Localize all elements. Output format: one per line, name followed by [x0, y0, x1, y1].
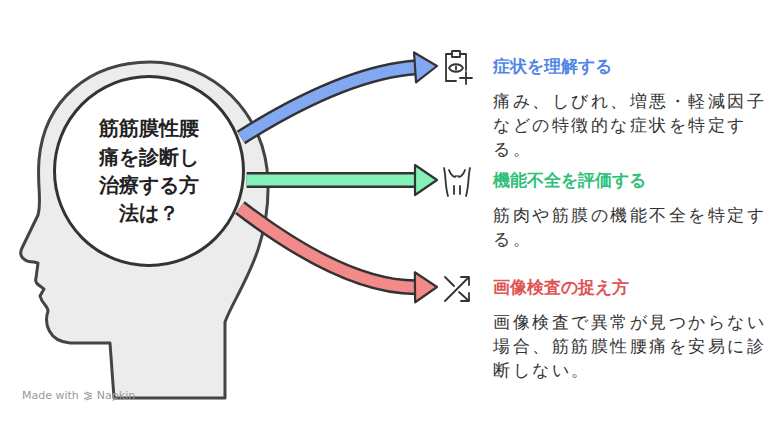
- title-circle: 筋筋膜性腰痛を診断し治療する方法は？: [53, 75, 245, 267]
- item-heading: 画像検査の捉え方: [493, 275, 779, 299]
- napkin-logo: [83, 391, 93, 401]
- flow-arrow: [241, 52, 437, 137]
- arrow-head: [415, 272, 437, 302]
- watermark-text: Made with: [22, 389, 79, 402]
- item-body: 筋肉や筋膜の機能不全を特定する。: [493, 203, 779, 251]
- arrow-outline: [241, 67, 417, 137]
- item-heading: 機能不全を評価する: [493, 168, 779, 192]
- item-body: 痛み、しびれ、増悪・軽減因子などの特徴的な症状を特定する。: [493, 89, 779, 161]
- watermark: Made with Napkin: [22, 389, 135, 402]
- icon-stroke: [460, 72, 472, 84]
- flow-arrow: [247, 165, 437, 195]
- item-heading: 症状を理解する: [493, 54, 779, 78]
- icon-stroke: [455, 67, 457, 70]
- circle-title: 筋筋膜性腰痛を診断し治療する方法は？: [93, 114, 205, 228]
- icon-stroke: [452, 51, 460, 57]
- arrow-head: [414, 52, 437, 82]
- arrow-shaft: [247, 175, 417, 186]
- icon-stroke: [444, 168, 470, 196]
- torso-icon: [440, 162, 474, 200]
- icon-stroke: [449, 170, 465, 177]
- icon-stroke: [445, 277, 469, 301]
- arrow-outline: [247, 172, 417, 188]
- shuffle-icon: [440, 269, 474, 307]
- info-item: 画像検査の捉え方画像検査で異常が見つからない場合、筋筋膜性腰痛を安易に診断しない…: [440, 275, 779, 382]
- clip-icon: [440, 48, 474, 86]
- info-item: 機能不全を評価する筋肉や筋膜の機能不全を特定する。: [440, 168, 779, 251]
- icon-stroke: [446, 54, 466, 81]
- watermark-text: Napkin: [97, 389, 135, 402]
- icon-stroke: [454, 186, 460, 194]
- arrow-head: [415, 165, 437, 195]
- icon-stroke: [449, 64, 463, 72]
- info-item: 症状を理解する痛み、しびれ、増悪・軽減因子などの特徴的な症状を特定する。: [440, 54, 779, 161]
- arrow-shaft: [241, 67, 417, 137]
- item-body: 画像検査で異常が見つからない場合、筋筋膜性腰痛を安易に診断しない。: [493, 310, 779, 382]
- flow-arrow: [240, 208, 437, 303]
- icon-stroke: [445, 277, 469, 301]
- arrow-outline: [240, 208, 417, 288]
- arrow-shaft: [240, 208, 417, 288]
